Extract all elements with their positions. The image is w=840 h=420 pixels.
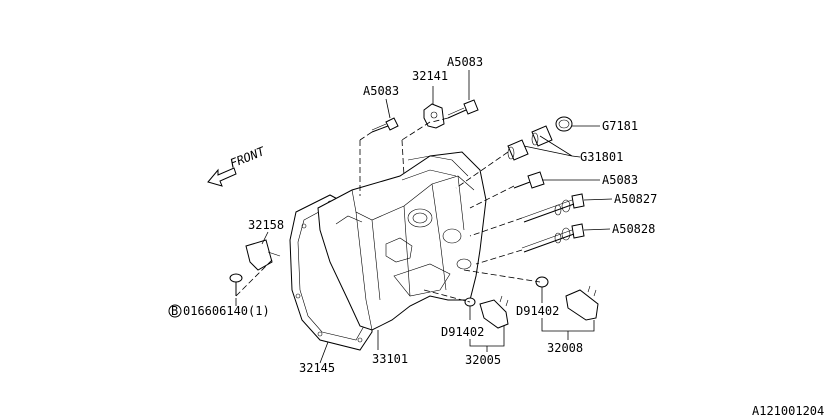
switch-32005 <box>479 295 509 329</box>
label-33101: 33101 <box>372 352 408 366</box>
label-g7181: G7181 <box>602 119 638 133</box>
leader-lines <box>235 70 613 364</box>
front-arrow-icon <box>207 167 237 187</box>
label-g31801: G31801 <box>580 150 623 164</box>
label-a5083-right: A5083 <box>602 173 638 187</box>
label-32145: 32145 <box>299 361 335 375</box>
label-32005: 32005 <box>465 353 501 367</box>
label-a50827: A50827 <box>614 192 657 206</box>
ring-g7181 <box>555 116 573 132</box>
label-a50828: A50828 <box>612 222 655 236</box>
bolt-prefix-label: B <box>171 304 178 318</box>
label-a5083-top-right: A5083 <box>447 55 483 69</box>
transmission-case-33101 <box>317 151 487 331</box>
label-32141: 32141 <box>412 69 448 83</box>
dashed-guides <box>235 117 541 303</box>
figure-code: A121001204 <box>752 404 824 418</box>
gasket-32141 <box>423 103 445 129</box>
label-a5083-top-left: A5083 <box>363 84 399 98</box>
bolt-a5083-top-left <box>371 117 399 133</box>
label-016606140: 016606140(1) <box>183 304 270 318</box>
label-d91402-right: D91402 <box>516 304 559 318</box>
sleeve-g31801 <box>507 125 553 161</box>
bracket-32158 <box>245 239 281 271</box>
bolt-a50828 <box>521 223 585 253</box>
bolt-016606140 <box>229 273 243 296</box>
switch-32008 <box>565 285 599 321</box>
front-label: FRONT <box>228 144 267 171</box>
label-32158: 32158 <box>248 218 284 232</box>
label-d91402-left: D91402 <box>441 325 484 339</box>
bolt-a5083-top-right <box>447 99 479 119</box>
circled-b-icon <box>168 304 182 318</box>
bolt-a50827 <box>521 193 585 223</box>
label-32008: 32008 <box>547 341 583 355</box>
bolt-part-label: B 016606140(1) <box>168 304 270 318</box>
bolt-a5083-right <box>513 171 545 189</box>
